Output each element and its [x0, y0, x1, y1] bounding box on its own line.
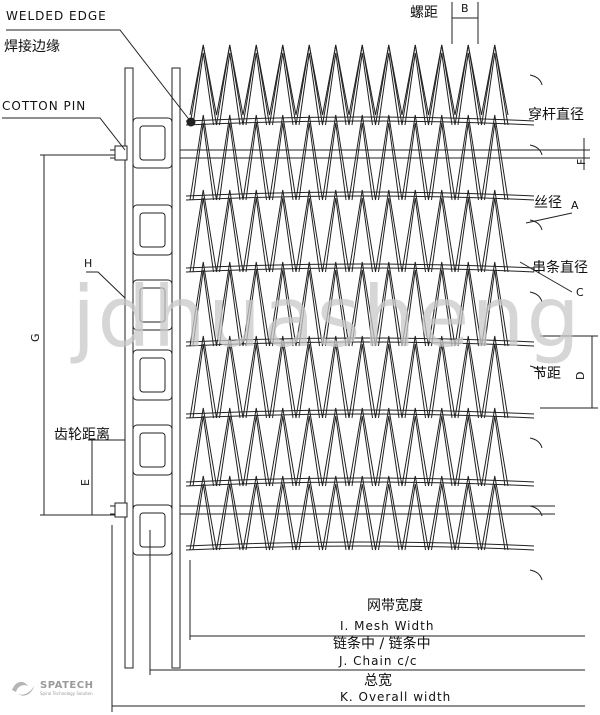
chain-inner-plate [171, 67, 181, 669]
wire-diameter-leader [525, 212, 573, 224]
spiral-pitch-label: 螺距 [410, 5, 438, 21]
dimension-e-letter: E [79, 479, 92, 486]
welded-edge-curl [529, 437, 543, 449]
cotton-pin-leader [2, 117, 126, 151]
dimension-c-letter: C [576, 286, 584, 299]
connector-leader [519, 261, 573, 293]
dimension-a-letter: A [571, 199, 579, 212]
chain-roller-core [139, 512, 166, 548]
overall-width-label-cn: 总宽 [364, 673, 392, 689]
connector-rod [185, 481, 535, 487]
sprocket-spacing-label: 齿轮距离 [54, 427, 110, 443]
cotton-pin-label: COTTON PIN [2, 99, 87, 113]
chain-roller-core [139, 287, 166, 323]
mesh-width-label: I. Mesh Width [340, 619, 435, 633]
spatech-logo: SPATECH Spiral Technology Solution [10, 678, 93, 698]
logo-name: SPATECH [40, 680, 94, 691]
logo-mark-icon [12, 681, 34, 696]
mesh-spiral-row [189, 189, 509, 273]
chain-roller-core [139, 432, 166, 468]
welded-edge-curl [529, 144, 543, 156]
connector-rod [185, 195, 535, 201]
dimension-b-letter: B [461, 2, 469, 15]
mesh-spiral-row [189, 261, 509, 347]
connector-rod [185, 409, 535, 415]
mesh-spiral-row [189, 475, 509, 551]
h-leader [86, 271, 126, 299]
chain-roller-core [139, 125, 166, 161]
welded-edge-curl [529, 505, 543, 517]
connector-rod [185, 116, 535, 122]
overall-width-label: K. Overall width [340, 690, 452, 704]
logo-tagline: Spiral Technology Solution [40, 691, 93, 696]
mesh-spiral-row [189, 335, 509, 419]
connector-rod [185, 541, 535, 547]
welded-edge-curl [529, 291, 543, 303]
connector-rod [185, 545, 535, 551]
connector-rod [185, 413, 535, 419]
chain-cc-label-cn: 链条中 / 链条中 [333, 636, 431, 652]
connector-rod [185, 263, 535, 269]
wire-diameter-label: 丝径 [534, 195, 562, 211]
connector-rod [185, 120, 535, 126]
chain-roller-core [139, 357, 166, 393]
cotton-pin [114, 145, 128, 161]
chain-roller-core [139, 212, 166, 248]
welded-edge-label-cn: 焊接边缘 [4, 39, 60, 55]
mesh-spiral-row [189, 407, 509, 487]
welded-edge-leader [6, 29, 192, 123]
welded-edge-curl [529, 219, 543, 231]
connector-rod [185, 267, 535, 273]
dimension-g-letter: G [29, 333, 42, 342]
chain-cc-label: J. Chain c/c [339, 654, 418, 668]
pitch-label: 节距 [533, 366, 561, 382]
dimension-d-letter: D [574, 371, 587, 380]
welded-edge-label: WELDED EDGE [6, 9, 107, 23]
cotton-pin [114, 502, 128, 518]
welded-edge-curl [529, 569, 543, 581]
mesh-top-spirals [189, 44, 509, 116]
welded-edge-curl [529, 74, 543, 86]
dimension-f-letter: F [575, 158, 588, 165]
mesh-width-label-cn: 网带宽度 [367, 598, 423, 614]
connector-rod [185, 477, 535, 483]
dimension-h-letter: H [84, 257, 93, 270]
connector-rod [185, 337, 535, 343]
connector-rod [185, 341, 535, 347]
connector-diameter-label: 串条直径 [532, 260, 588, 276]
welded-edge-curl [529, 365, 543, 377]
rod-diameter-label: 穿杆直径 [528, 107, 584, 123]
connector-rod [185, 191, 535, 197]
